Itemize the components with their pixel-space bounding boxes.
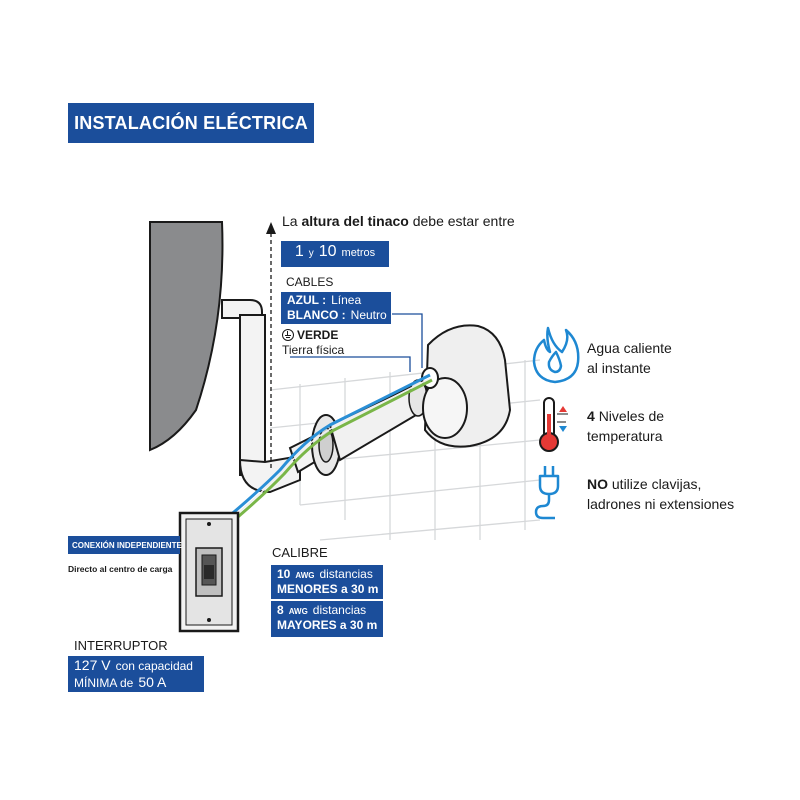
interruptor-label: INTERRUPTOR [74,638,168,653]
calibre-1-num: 10 [277,567,291,581]
feature-2-bold: 4 [587,408,595,424]
height-dimension [266,222,276,468]
ground-icon [282,329,294,341]
feature-no-extensions: NO utilize clavijas, ladrones ni extensi… [587,474,734,514]
calibre-1-unit: AWG [295,571,315,580]
height-to: 10 [318,243,337,260]
height-note: La altura del tinaco debe estar entre [282,213,515,229]
interruptor-cap: con capacidad [115,659,193,673]
feature-1-line2: al instante [587,360,651,376]
verde-row: VERDE [282,328,338,342]
electrical-switch [178,511,240,633]
feature-3-line1: utilize clavijas, [611,476,702,492]
cable-azul-name: AZUL : [287,293,327,307]
section-title: INSTALACIÓN ELÉCTRICA [68,103,314,143]
feature-3-bold: NO [587,476,608,492]
cable-verde-value: Tierra física [282,343,345,357]
feature-temperature-levels: 4 Niveles de temperatura [587,406,664,446]
interruptor-box: 127 V con capacidad MÍNIMA de 50 A [68,656,204,692]
calibre-2-text: distancias [312,603,367,617]
feature-hot-water: Agua caliente al instante [587,338,672,378]
cables-box: AZUL : Línea BLANCO : Neutro [281,292,391,324]
calibre-2-line2: MAYORES a 30 m [277,618,378,632]
water-tank [149,221,224,452]
height-unit: metros [341,247,376,259]
height-note-prefix: La [282,213,298,229]
feature-2-line1: Niveles de [598,408,665,424]
calibre-row-1: 10 AWG distancias MENORES a 30 m [271,565,383,599]
calibre-2-num: 8 [277,603,284,617]
height-range-box: 1 y 10 metros [281,241,389,267]
cable-azul-value: Línea [331,293,362,307]
conexion-label: CONEXIÓN INDEPENDIENTE [68,536,182,554]
cable-blanco-name: BLANCO : [287,308,346,322]
height-y: y [308,248,314,259]
interruptor-min: MÍNIMA de [74,676,134,690]
height-from: 1 [294,243,304,260]
interruptor-volt: 127 V [74,657,111,673]
height-note-bold: altura del tinaco [301,213,409,229]
feature-3-line2: ladrones ni extensiones [587,496,735,512]
cable-verde-name: VERDE [297,328,339,342]
calibre-1-text: distancias [319,567,373,581]
feature-2-line2: temperatura [587,428,663,444]
interruptor-amp: 50 A [138,674,167,690]
calibre-label: CALIBRE [272,545,328,560]
height-note-suffix: debe estar entre [412,213,515,229]
cables-label: CABLES [286,275,334,289]
calibre-2-unit: AWG [288,607,308,616]
conexion-detail: Directo al centro de carga [68,564,173,574]
calibre-1-line2: MENORES a 30 m [277,582,379,596]
feature-1-line1: Agua caliente [587,340,672,356]
cable-blanco-value: Neutro [350,308,387,322]
shower-heater [421,324,512,448]
calibre-row-2: 8 AWG distancias MAYORES a 30 m [271,601,383,637]
